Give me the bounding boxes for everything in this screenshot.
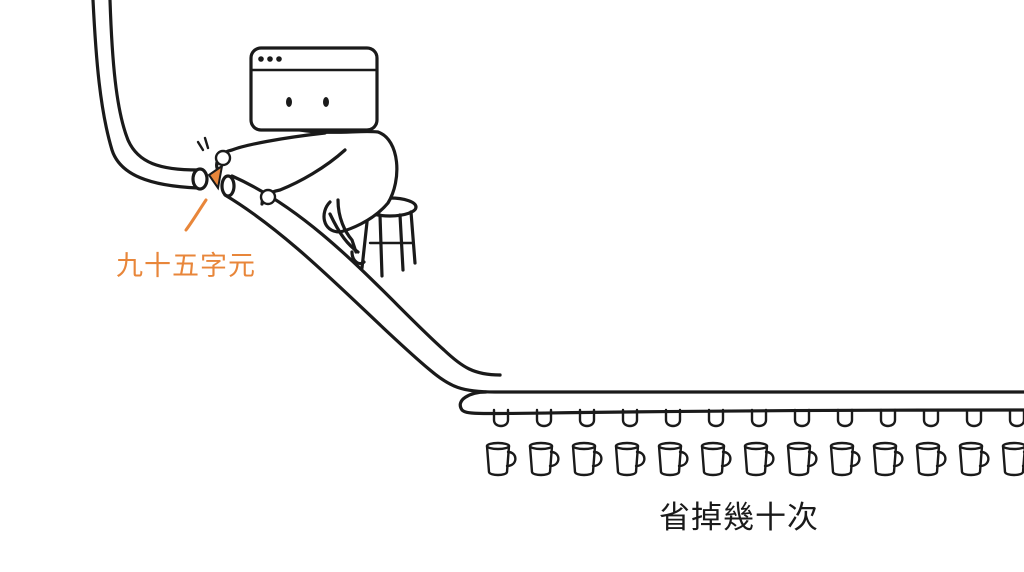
cup-icon — [657, 441, 689, 477]
cup-icon — [614, 441, 646, 477]
drip-spout — [578, 408, 596, 428]
drip-spout — [664, 408, 682, 428]
drip-spout — [1008, 408, 1024, 428]
character-eye — [323, 97, 329, 107]
cost-label: 九十五字元 — [116, 251, 256, 282]
motion-lines — [196, 136, 210, 152]
cup-row — [485, 441, 1024, 477]
drip-spout — [879, 408, 897, 428]
cup-icon — [1001, 441, 1024, 477]
cup-icon — [485, 441, 517, 477]
window-dot-icon — [276, 56, 282, 62]
cup-icon — [872, 441, 904, 477]
window-dot-icon — [267, 56, 273, 62]
upper-pipe — [91, 0, 209, 191]
cup-icon — [743, 441, 775, 477]
saved-count-label: 省掉幾十次 — [659, 500, 819, 536]
cup-icon — [571, 441, 603, 477]
drip-spout — [750, 408, 768, 428]
drip-spout — [836, 408, 854, 428]
pointer-line — [184, 198, 208, 232]
character-eye — [286, 97, 292, 107]
drip-spout — [535, 408, 553, 428]
drip-spouts — [492, 408, 1024, 428]
window-dot-icon — [258, 56, 264, 62]
drip-spout — [492, 408, 510, 428]
cup-icon — [528, 441, 560, 477]
cost-marker — [184, 136, 224, 232]
snipped-piece — [207, 163, 224, 191]
cup-icon — [700, 441, 732, 477]
drip-spout — [965, 408, 983, 428]
cup-icon — [958, 441, 990, 477]
cup-icon — [786, 441, 818, 477]
drip-spout — [707, 408, 725, 428]
drip-spout — [793, 408, 811, 428]
browser-character — [214, 46, 399, 266]
cup-icon — [915, 441, 947, 477]
drip-spout — [621, 408, 639, 428]
browser-head — [249, 46, 379, 132]
cup-icon — [829, 441, 861, 477]
drip-spout — [922, 408, 940, 428]
